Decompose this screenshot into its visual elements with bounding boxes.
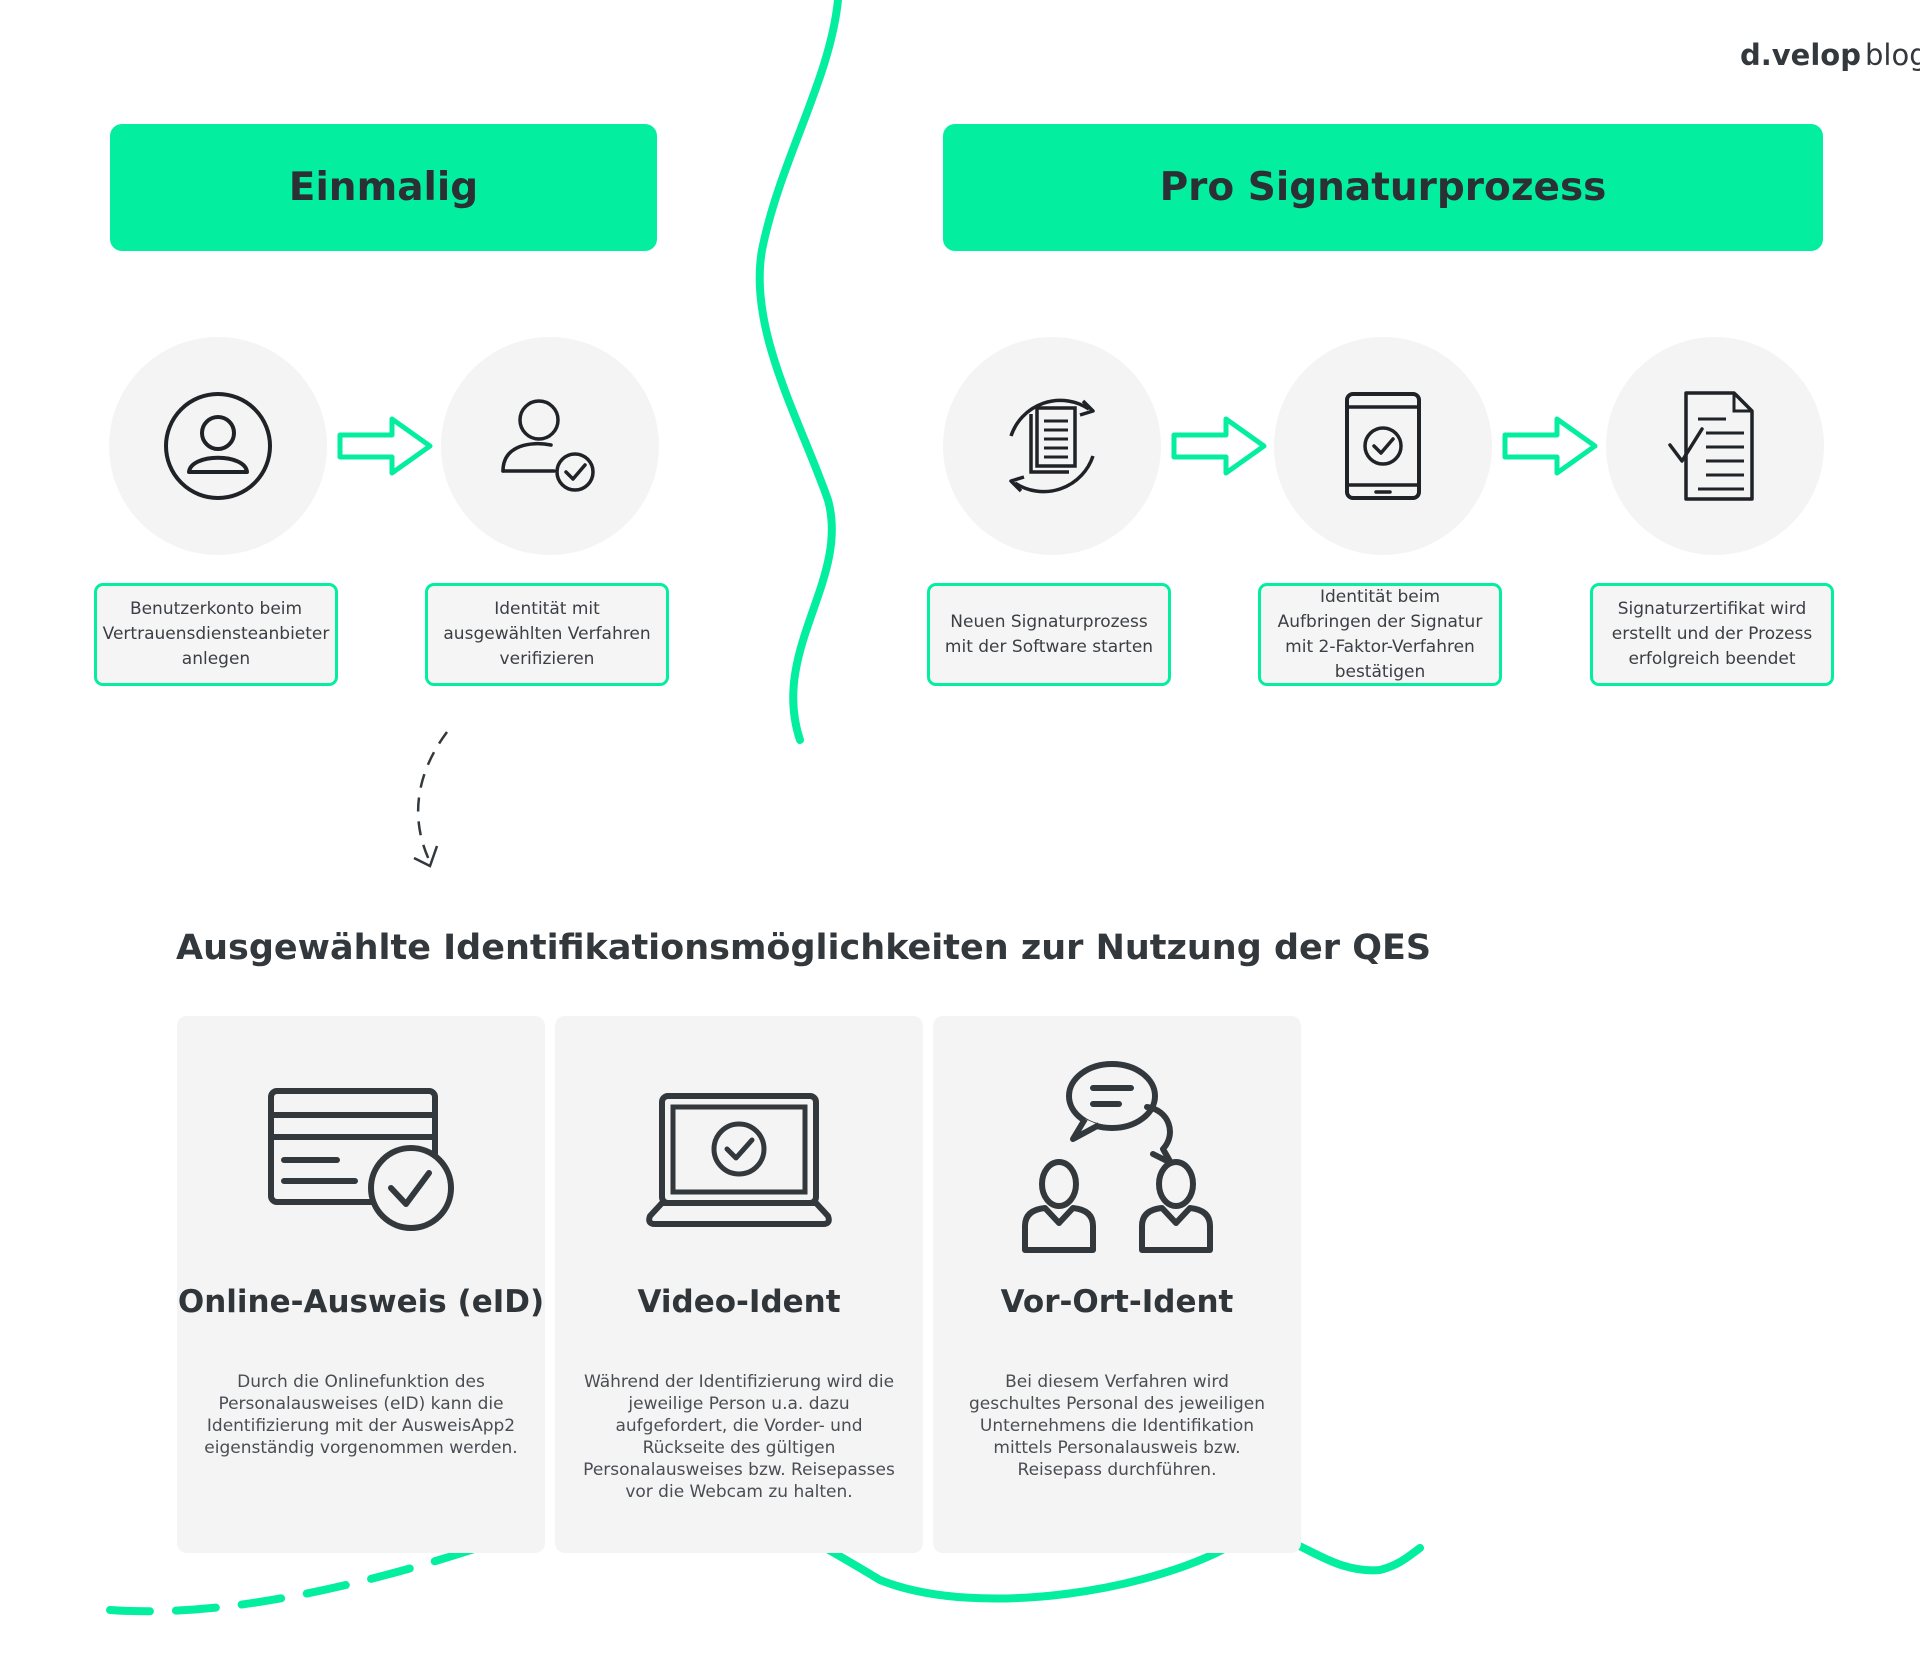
step-box-confirm: Identität beim Aufbringen der Signatur m… bbox=[1258, 583, 1502, 686]
divider-wave bbox=[755, 0, 842, 744]
step-label-start: Neuen Signaturprozess mit der Software s… bbox=[944, 611, 1154, 657]
header-once-title: Einmalig bbox=[288, 165, 479, 210]
step-circle-account bbox=[109, 337, 327, 555]
card-title-video-ident: Video-Ident bbox=[637, 1284, 841, 1320]
step-label-account: Benutzerkonto beim Vertrauensdiensteanbi… bbox=[102, 599, 330, 669]
card-text-video-ident: Während der Identifizierung wird die jew… bbox=[583, 1372, 895, 1502]
card-title-vor-ort-ident: Vor-Ort-Ident bbox=[1000, 1284, 1234, 1320]
card-text-vor-ort-ident: Bei diesem Verfahren wird geschultes Per… bbox=[968, 1372, 1266, 1480]
step-box-account: Benutzerkonto beim Vertrauensdiensteanbi… bbox=[94, 583, 338, 686]
dashed-arrow-head bbox=[413, 845, 439, 868]
card-text-eid: Durch die Onlinefunktion des Personalaus… bbox=[204, 1372, 518, 1458]
card-video-ident: Video-Ident Während der Identifizierung … bbox=[555, 1016, 923, 1553]
header-per-process: Pro Signaturprozess bbox=[943, 124, 1823, 251]
id-card-check-icon bbox=[268, 1088, 454, 1231]
laptop-check-icon bbox=[646, 1093, 832, 1227]
identification-title: Ausgewählte Identifikationsmöglichkeiten… bbox=[176, 928, 1432, 968]
step-box-verify: Identität mit ausgewählten Verfahren ver… bbox=[425, 583, 669, 686]
step-circle-verify bbox=[441, 337, 659, 555]
step-label-confirm: Identität beim Aufbringen der Signatur m… bbox=[1277, 586, 1483, 682]
step-label-finish: Signaturzertifikat wird erstellt und der… bbox=[1611, 599, 1813, 669]
card-vor-ort-ident: Vor-Ort-Ident Bei diesem Verfahren wird … bbox=[933, 1016, 1301, 1553]
step-arrow-2 bbox=[1171, 416, 1267, 476]
step-circle-start bbox=[943, 337, 1161, 555]
step-box-start: Neuen Signaturprozess mit der Software s… bbox=[927, 583, 1171, 686]
step-circle-finish bbox=[1606, 337, 1824, 555]
step-circle-confirm bbox=[1274, 337, 1492, 555]
document-cycle-icon bbox=[1009, 398, 1095, 494]
document-check-icon bbox=[1668, 391, 1754, 501]
step-arrow-1 bbox=[337, 416, 433, 476]
header-per-process-title: Pro Signaturprozess bbox=[1159, 165, 1607, 210]
people-chat-icon bbox=[1022, 1061, 1213, 1253]
brand-suffix: blog bbox=[1864, 38, 1920, 72]
header-once: Einmalig bbox=[110, 124, 657, 251]
step-label-verify: Identität mit ausgewählten Verfahren ver… bbox=[443, 599, 651, 669]
dashed-curved-arrow bbox=[416, 731, 449, 863]
step-box-finish: Signaturzertifikat wird erstellt und der… bbox=[1590, 583, 1834, 686]
brand-name: d.velop bbox=[1740, 38, 1861, 72]
tablet-check-icon bbox=[1345, 392, 1421, 500]
user-circle-icon bbox=[164, 392, 272, 500]
card-title-eid: Online-Ausweis (eID) bbox=[177, 1284, 545, 1320]
user-check-icon bbox=[501, 399, 595, 492]
step-arrow-3 bbox=[1502, 416, 1598, 476]
card-eid: Online-Ausweis (eID) Durch die Onlinefun… bbox=[177, 1016, 545, 1553]
